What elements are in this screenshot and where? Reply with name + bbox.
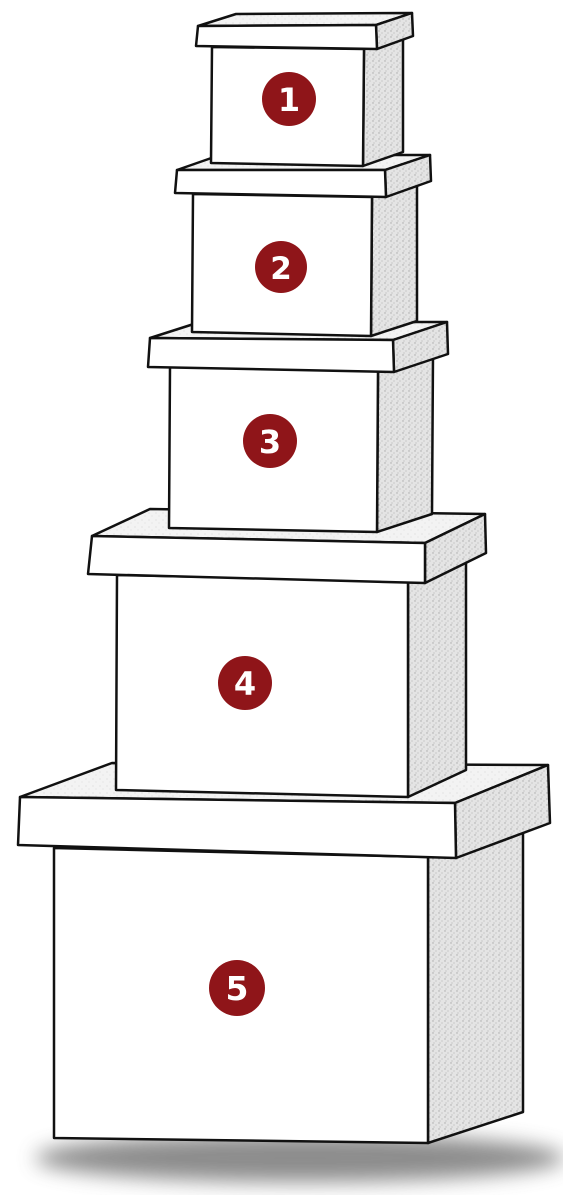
box-5	[16, 761, 552, 1145]
box-3	[146, 320, 450, 534]
box-3-lid-front	[146, 336, 396, 374]
box-2-lid-front	[173, 168, 388, 199]
box-4-badge: 4	[218, 656, 272, 710]
box-5-label: 5	[226, 969, 249, 1008]
box-1-badge: 1	[262, 72, 316, 126]
box-2-badge: 2	[255, 241, 307, 293]
box-5-lid-front	[16, 795, 458, 860]
box-2-label: 2	[270, 251, 292, 287]
box-4-label: 4	[234, 665, 256, 703]
box-3-side	[375, 353, 435, 534]
box-5-badge: 5	[209, 960, 265, 1016]
box-4	[86, 507, 488, 799]
box-5-side	[426, 823, 525, 1145]
ground-shadow	[35, 1134, 563, 1182]
box-1-lid-front	[194, 23, 379, 51]
box-3-label: 3	[259, 423, 281, 461]
box-1-side	[361, 35, 405, 168]
box-2	[173, 153, 433, 338]
box-2-side	[369, 183, 419, 338]
box-4-side	[406, 560, 468, 799]
box-4-lid-front	[86, 534, 427, 585]
box-1-label: 1	[278, 81, 300, 119]
box-3-badge: 3	[243, 414, 297, 468]
